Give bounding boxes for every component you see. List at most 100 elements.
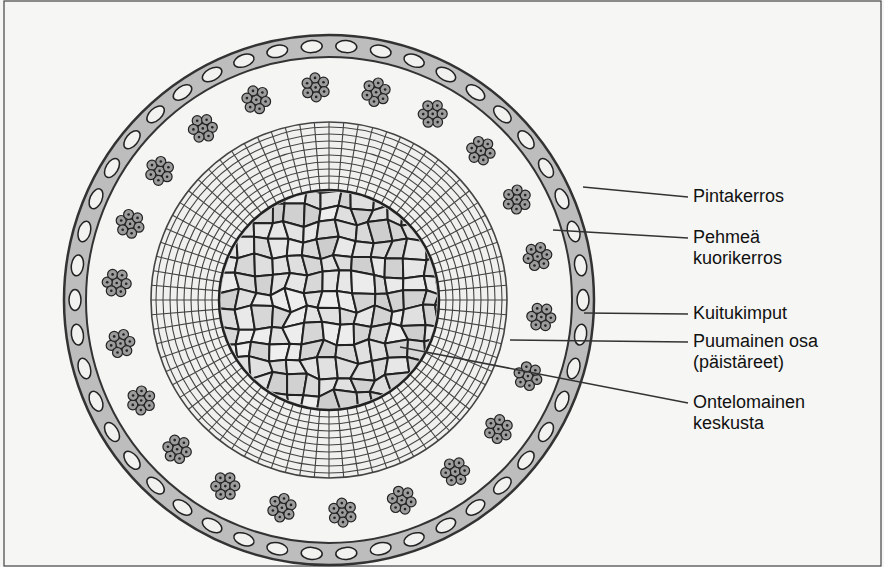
- fibre-dot: [288, 513, 291, 516]
- pith-cell: [387, 190, 404, 206]
- fibre-dot: [314, 86, 317, 89]
- fibre-cell: [122, 346, 132, 356]
- surface-cell: [301, 547, 323, 560]
- fibre-dot: [536, 307, 539, 310]
- fibre-dot: [505, 434, 508, 437]
- fibre-dot: [470, 147, 473, 150]
- woody-ray: [156, 256, 222, 273]
- fibre-dot: [507, 193, 510, 196]
- woody-ray: [430, 229, 492, 256]
- fibre-dot: [507, 203, 510, 206]
- fibre-dot: [441, 113, 444, 116]
- fibre-dot: [524, 194, 527, 197]
- woody-ray: [258, 137, 285, 199]
- fibre-cell: [394, 486, 404, 496]
- picture-frame: [4, 1, 881, 566]
- part-label: Kuitukimput: [693, 303, 843, 324]
- woody-ray: [439, 299, 507, 300]
- pith-cell: [334, 389, 358, 410]
- pith-cell: [254, 253, 273, 276]
- fibre-dot: [219, 477, 222, 480]
- surface-cell: [552, 187, 571, 211]
- fibre-dot: [272, 509, 275, 512]
- woody-grid: [151, 122, 507, 478]
- woody-ray: [436, 256, 502, 273]
- woody-ray: [373, 137, 400, 199]
- woody-ray: [439, 285, 507, 291]
- surface-cell: [86, 389, 105, 413]
- fibre-dot: [205, 118, 208, 121]
- pith-cell: [199, 273, 223, 294]
- pith-cell: [424, 257, 436, 277]
- fibre-dot: [444, 471, 447, 474]
- fibre-dot: [167, 166, 170, 169]
- pith-cell: [436, 191, 460, 209]
- fibre-dot: [113, 335, 116, 338]
- pith-cell: [436, 327, 455, 345]
- pith-cell: [266, 409, 290, 432]
- fibre-dot: [368, 85, 371, 88]
- fibre-cell: [512, 185, 522, 195]
- fibre-cell: [536, 243, 546, 253]
- pith-cell: [316, 411, 340, 431]
- pith-cell: [287, 395, 303, 415]
- surface-cell: [402, 530, 426, 548]
- pith-cell: [388, 407, 404, 427]
- fibre-dot: [132, 394, 135, 397]
- pith-cell: [426, 171, 444, 191]
- fibre-cell: [108, 269, 118, 279]
- pith-cell: [216, 237, 237, 259]
- fibre-dot: [169, 455, 172, 458]
- fibre-cell: [406, 497, 416, 507]
- surface-cell: [301, 40, 323, 53]
- pith-cell: [283, 186, 307, 203]
- fibre-dot: [350, 516, 353, 519]
- fibre-cell: [423, 101, 433, 111]
- part-label: Puumainen osa (päistäreet): [693, 331, 843, 373]
- pith-cell: [248, 185, 273, 206]
- fibre-dot: [530, 248, 533, 251]
- pith-cell: [300, 415, 319, 431]
- fibre-dot: [136, 217, 139, 220]
- pith-cell: [436, 221, 461, 243]
- pith-cell: [205, 357, 215, 380]
- pith-cell: [266, 168, 287, 191]
- pith-cell: [421, 376, 436, 398]
- woody-ray: [166, 229, 228, 256]
- pith-cell: [234, 356, 251, 379]
- pith-cell: [215, 344, 237, 359]
- woody-ray: [152, 285, 220, 291]
- fibre-dot: [192, 128, 195, 131]
- fibre-dot: [349, 506, 352, 509]
- pith-cell: [403, 173, 427, 192]
- surface-cell: [70, 254, 85, 276]
- fibre-cell: [113, 348, 123, 358]
- leader-line: [553, 230, 688, 238]
- surface-cell: [552, 389, 571, 413]
- fibre-dot: [394, 506, 397, 509]
- pith-cell: [371, 257, 385, 278]
- fibre-dot: [306, 91, 309, 94]
- surface-cell: [573, 323, 588, 345]
- fibre-dot: [314, 77, 317, 80]
- fibre-cell: [542, 304, 552, 314]
- woody-ray: [433, 336, 497, 358]
- fibre-cell: [460, 466, 470, 476]
- woody-ray: [433, 242, 497, 264]
- fibre-cell: [242, 93, 252, 103]
- pith-cell: [350, 186, 375, 210]
- woody-ray: [436, 327, 502, 344]
- fibre-dot: [246, 97, 249, 100]
- fibre-dot: [524, 203, 527, 206]
- pith-cell: [436, 241, 461, 258]
- fibre-dot: [211, 126, 214, 129]
- pith-cell: [368, 407, 389, 427]
- fibre-bundles: [102, 73, 556, 527]
- surface-cell: [69, 290, 81, 311]
- pith-cell: [403, 408, 421, 427]
- fibre-dot: [229, 477, 232, 480]
- fibre-dot: [550, 317, 553, 320]
- pith-cell: [266, 372, 287, 395]
- pith-cell: [199, 323, 217, 345]
